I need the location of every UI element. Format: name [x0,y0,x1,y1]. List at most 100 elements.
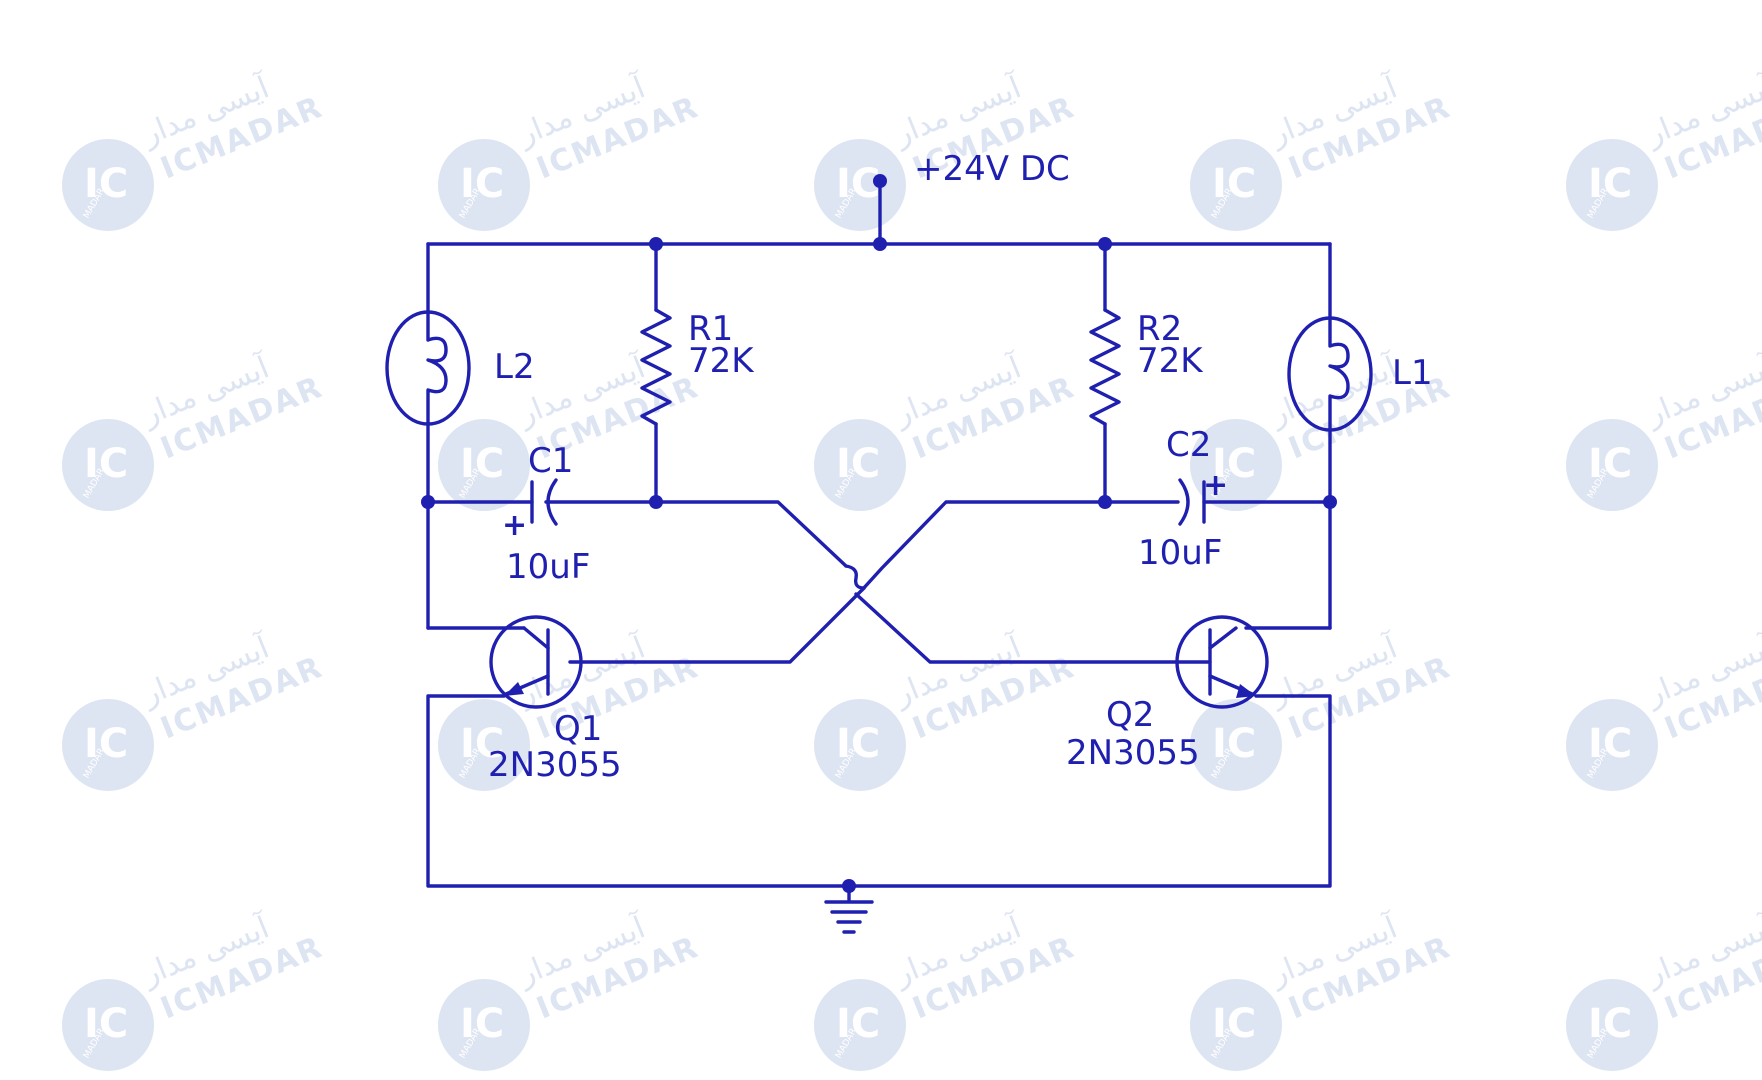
watermark-logo-text: IC [1212,441,1256,487]
cross-wire-left-lower [568,586,866,664]
cross-wire-right-lower [854,592,1212,664]
watermark-logo-text: IC [1212,721,1256,767]
watermark-logo-icon [434,975,534,1075]
junction-left [421,495,435,509]
watermark-logo-text: IC [460,441,504,487]
watermark-logo-text: IC [836,721,880,767]
junction-r1-bottom [649,495,663,509]
ground-rail [426,694,1332,888]
r2-designator: R2 [1137,309,1182,349]
watermark-logo-icon [1186,975,1286,1075]
c1-polarity: + [502,508,527,543]
q1-designator: Q1 [554,709,602,749]
lamp-l1-label: L1 [1392,353,1433,393]
watermark-logo-icon [58,975,158,1075]
lamp-l2-filament [426,310,448,426]
watermark-logo-icon [58,135,158,235]
supply-terminal [873,174,887,188]
watermark-logo-text: IC [84,441,128,487]
watermark-logo-icon [1186,415,1286,515]
watermark-logo-icon [434,415,534,515]
cross-wire-left-upper [654,500,848,568]
watermark-logo-text: IC [1588,1001,1632,1047]
watermark-logo-text: IC [84,721,128,767]
watermark-logo-text: IC [460,161,504,207]
watermark-logo-icon [1562,975,1662,1075]
r1-designator: R1 [688,309,733,349]
junction-r1-top [649,237,663,251]
q2-collector [1208,626,1238,650]
lamp-l2-label: L2 [494,347,535,387]
watermark-logo-icon [1186,695,1286,795]
c1-designator: C1 [528,441,573,481]
junction-supply [873,237,887,251]
watermark-logo-icon [58,415,158,515]
r1-value: 72K [688,341,755,381]
cross-wire-right-upper [860,500,1107,592]
watermark-logo-text: IC [1588,721,1632,767]
c2-plate-curved [1178,478,1190,526]
supply-label: +24V DC [914,149,1070,189]
watermark-logo-text: IC [84,1001,128,1047]
watermark-logo-icon [1562,135,1662,235]
circuit-wiring: + + [385,174,1373,934]
watermark-logo-icon [810,415,910,515]
lamp-l1-filament [1328,316,1350,432]
q2-part: 2N3055 [1066,733,1200,773]
c2-polarity: + [1203,468,1228,503]
watermark-logo-text: IC [836,441,880,487]
junction-ground [842,879,856,893]
watermark-logo-text: IC [460,1001,504,1047]
watermark-logo-text: IC [1212,161,1256,207]
r1-zigzag [640,308,672,426]
watermark-logo-icon [810,975,910,1075]
watermark-logo-icon [58,695,158,795]
junction-right [1323,495,1337,509]
q2-emitter-arrow [1236,684,1256,698]
watermark-logo-icon [810,695,910,795]
watermark-logo-icon [1562,695,1662,795]
q1-part: 2N3055 [488,745,622,785]
q1-emitter-arrow [504,682,524,696]
junction-r2-bottom [1098,495,1112,509]
q1-collector [522,626,550,650]
watermark-logo-text: IC [1588,441,1632,487]
cross-wire-hop [844,564,866,590]
watermark-logo-icon [1562,415,1662,515]
watermark-logo-text: IC [836,161,880,207]
c1-value: 10uF [506,547,590,587]
q1-body [489,615,583,709]
q2-body [1175,615,1269,709]
component-labels: +24V DC L2 L1 R1 72K R2 72K C1 10uF C2 1… [488,149,1433,785]
c2-designator: C2 [1166,425,1211,465]
r2-value: 72K [1137,341,1204,381]
watermark-logo-text: IC [1588,161,1632,207]
watermark-logo-text: IC [1212,1001,1256,1047]
watermark-logo-text: IC [460,721,504,767]
q2-designator: Q2 [1106,695,1154,735]
r2-zigzag [1089,308,1121,426]
junction-r2-top [1098,237,1112,251]
watermark-logo-icon [1186,135,1286,235]
watermark-logo-text: IC [836,1001,880,1047]
watermark-logo-icon [434,135,534,235]
watermark-logo-text: IC [84,161,128,207]
